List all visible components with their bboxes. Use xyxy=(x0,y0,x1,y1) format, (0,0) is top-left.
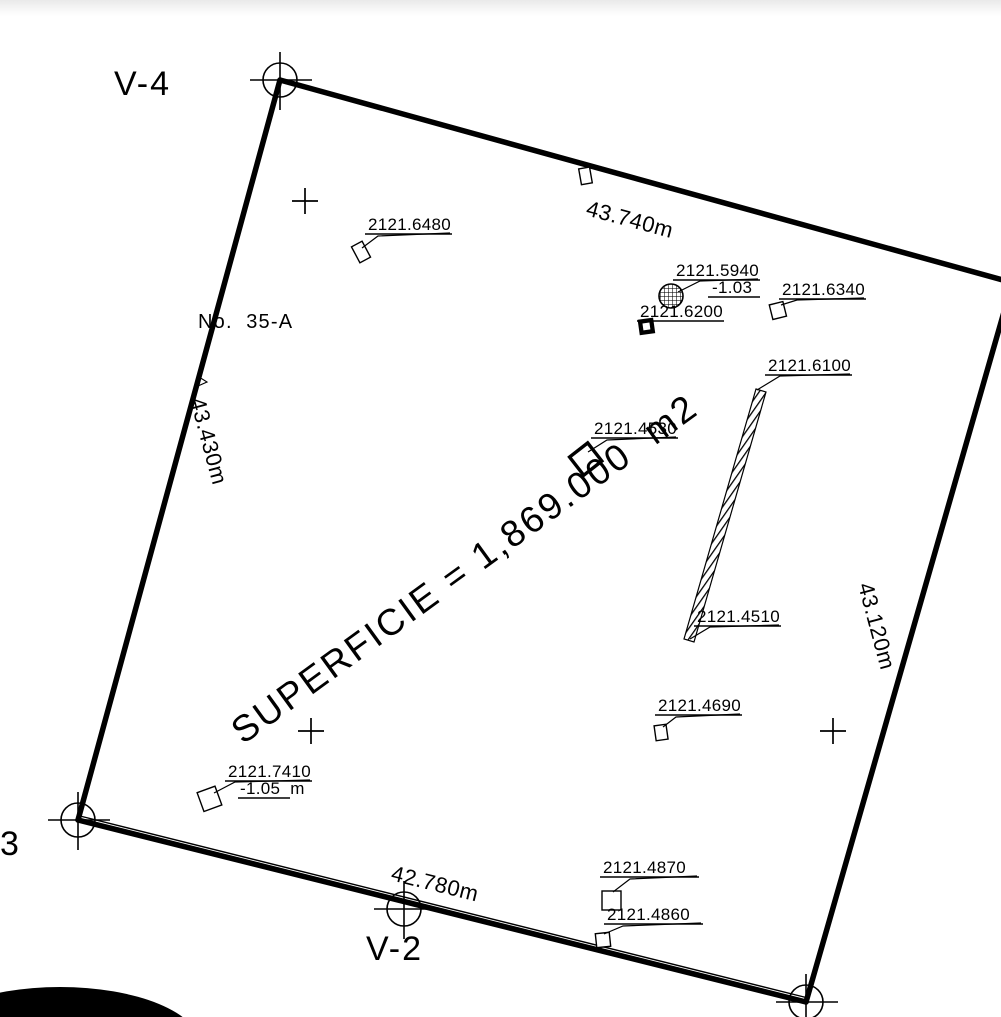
left-edge-dimension-arrow xyxy=(197,376,209,387)
elev-label-2121-6340: 2121.6340 xyxy=(782,280,865,299)
elev-marker-2121-6340 xyxy=(768,300,788,321)
elev-label-2121-4510: 2121.4510 xyxy=(697,607,780,626)
boundary-marker-top xyxy=(577,166,594,186)
vertex-label-v3: 3 xyxy=(0,825,21,863)
elev-marker-2121-7410 xyxy=(196,785,223,813)
elev-label-2121-4690: 2121.4690 xyxy=(658,696,741,715)
vertex-marker-v3[interactable] xyxy=(48,792,110,850)
parcel-boundary xyxy=(75,77,1001,1005)
vertex-label-v4: V-4 xyxy=(114,65,171,103)
elev-sublabel-2121-7410: -1.05 m xyxy=(240,779,305,798)
lot-number-label: No. 35-A xyxy=(198,311,293,333)
dimension-label-left: 43.430m xyxy=(185,395,232,488)
elev-label-2121-7410: 2121.7410 xyxy=(228,762,311,781)
elev-marker-2121-4690 xyxy=(653,723,669,742)
elev-label-2121-4870: 2121.4870 xyxy=(603,858,686,877)
elev-label-2121-6200: 2121.6200 xyxy=(640,302,723,321)
elev-label-2121-6480: 2121.6480 xyxy=(368,215,451,234)
vertex-label-v2: V-2 xyxy=(366,930,423,968)
dimension-label-top: 43.740m xyxy=(584,196,677,243)
elev-marker-2121-4870 xyxy=(601,890,622,911)
vertex-marker-v4[interactable] xyxy=(250,52,312,110)
elevation-labels: 2121.6480 2121.5940 -1.03 2121.6340 2121… xyxy=(228,215,865,924)
elev-sublabel-2121-5940: -1.03 xyxy=(712,278,752,297)
superficie-area-label: SUPERFICIE = 1,869.000 m2 xyxy=(224,386,706,752)
tick-cross-upper-left xyxy=(292,188,318,214)
elev-marker-2121-4860 xyxy=(594,931,612,949)
vertex-labels: V-4 3 V-2 xyxy=(0,65,423,968)
elev-label-underlines xyxy=(225,233,866,925)
elev-marker-2121-5940 xyxy=(658,283,684,309)
elev-marker-2121-6200 xyxy=(637,317,656,336)
vertex-marker-v1[interactable] xyxy=(776,974,838,1017)
hatched-wall-feature xyxy=(683,388,767,643)
elev-label-2121-4860: 2121.4860 xyxy=(607,905,690,924)
leader-lines xyxy=(213,232,865,935)
solid-fill-blob xyxy=(0,987,183,1017)
elev-marker-2121-4530 xyxy=(567,440,605,478)
dimension-label-right: 43.120m xyxy=(853,580,900,673)
dimension-labels: 43.740m 43.430m 43.120m 42.780m xyxy=(185,196,900,907)
tick-cross-center xyxy=(298,718,324,744)
tick-cross-right xyxy=(820,718,846,744)
elev-label-2121-4530: 2121.4530 xyxy=(594,419,677,438)
elev-marker-2121-6480 xyxy=(350,240,372,264)
elev-label-2121-5940: 2121.5940 xyxy=(676,261,759,280)
elev-label-2121-6100: 2121.6100 xyxy=(768,356,851,375)
vertex-marker-v2[interactable] xyxy=(374,881,436,939)
